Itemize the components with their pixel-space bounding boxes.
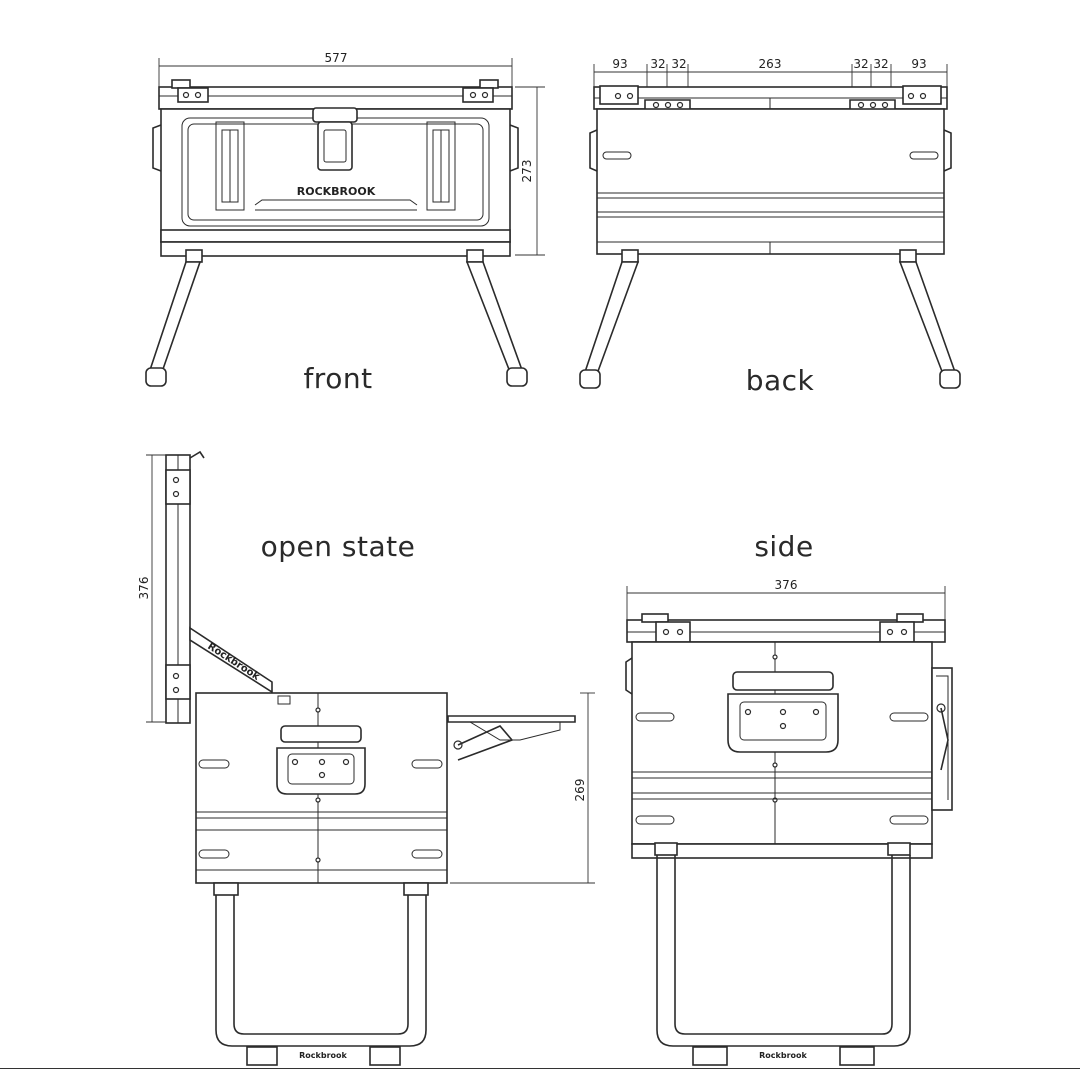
open-height-dimension: 269	[573, 779, 587, 802]
front-height-dimension: 273	[520, 160, 534, 183]
side-stand-brand-text: Rockbrook	[759, 1051, 807, 1060]
side-view-label: side	[754, 530, 813, 563]
back-view-label: back	[746, 364, 815, 397]
front-view-label: front	[303, 362, 372, 395]
back-dim-7: 93	[911, 57, 926, 71]
front-view: 577 273 ROCKBROOK	[145, 51, 545, 395]
open-state-view-label: open state	[261, 530, 416, 563]
side-view: 376	[625, 530, 953, 1066]
back-dim-5: 32	[853, 57, 868, 71]
front-width-dimension: 577	[325, 51, 348, 65]
open-stand-brand-text: Rockbrook	[299, 1051, 347, 1060]
back-dim-1: 93	[612, 57, 627, 71]
open-stay-brand-text: Rockbrook	[205, 641, 261, 683]
open-lid-dimension: 376	[137, 577, 151, 600]
front-brand-text: ROCKBROOK	[297, 185, 376, 198]
open-state-view: 376 Rockbrook	[137, 450, 595, 1066]
back-dim-2: 32	[650, 57, 665, 71]
back-dim-6: 32	[873, 57, 888, 71]
side-width-dimension: 376	[775, 578, 798, 592]
bottom-divider	[0, 1068, 1080, 1069]
back-view: 93 32 32 263 32 32 93	[579, 57, 961, 397]
back-dim-4: 263	[759, 57, 782, 71]
back-dim-3: 32	[671, 57, 686, 71]
